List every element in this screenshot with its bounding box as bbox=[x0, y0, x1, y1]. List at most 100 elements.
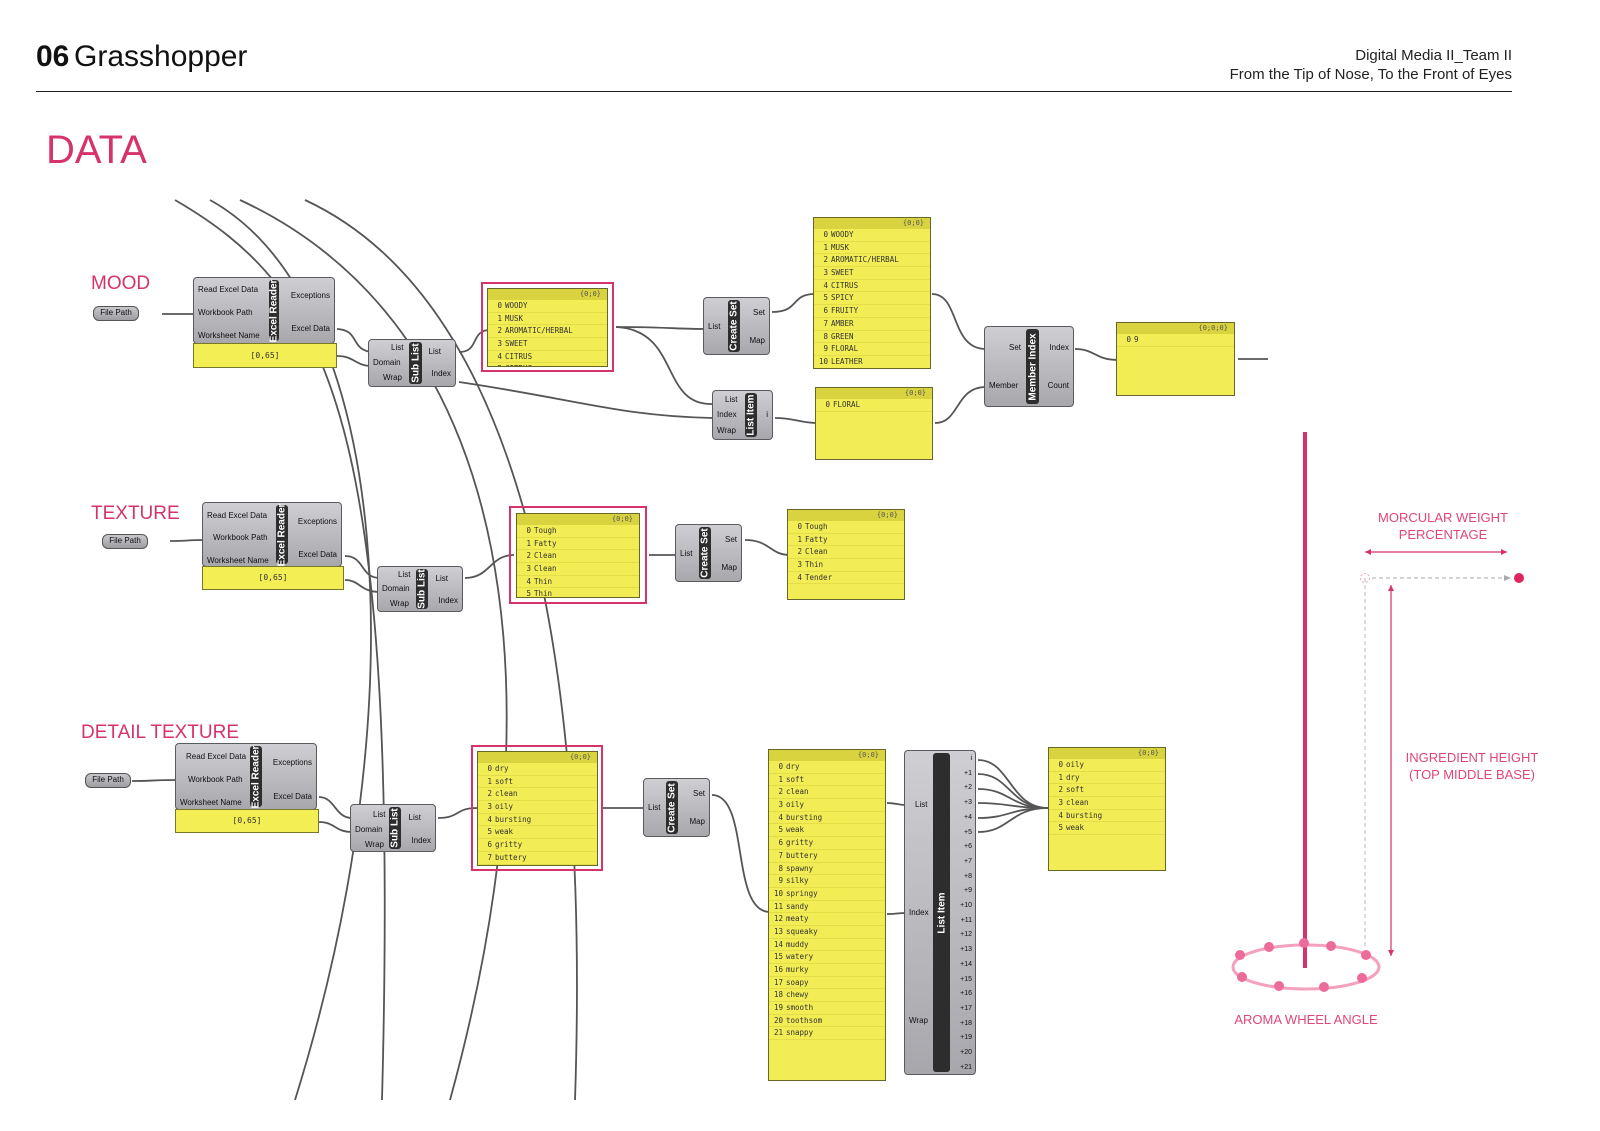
excel-reader-component[interactable]: Read Excel Data Workbook Path Worksheet … bbox=[202, 502, 342, 567]
wire bbox=[771, 293, 816, 313]
row-index: 0 bbox=[797, 522, 802, 531]
row-value: WOODY bbox=[831, 230, 854, 239]
wire bbox=[934, 386, 987, 424]
row-value: Thin bbox=[805, 560, 824, 570]
domain-input[interactable]: [0,65] bbox=[202, 566, 344, 590]
row-index: 5 bbox=[778, 825, 783, 835]
row-value: FLORAL bbox=[833, 400, 861, 409]
excel-reader-component[interactable]: Read Excel Data Workbook Path Worksheet … bbox=[193, 277, 335, 344]
row-index: 6 bbox=[778, 838, 783, 848]
row-value: soft bbox=[495, 776, 514, 786]
row-index: 0 bbox=[1058, 760, 1063, 769]
input-label: Wrap bbox=[909, 1016, 928, 1025]
component-core: List Item bbox=[745, 393, 757, 437]
file-path-param[interactable]: File Path bbox=[85, 773, 131, 788]
row-index: 14 bbox=[773, 939, 783, 949]
row-value: dry bbox=[1066, 772, 1080, 782]
output-label: Count bbox=[1047, 381, 1069, 390]
sub-list-component[interactable]: List Domain Wrap Sub List List Index bbox=[377, 566, 463, 612]
create-set-component[interactable]: List Create Set Set Map bbox=[643, 778, 710, 837]
team-name: Digital Media II_Team II bbox=[1355, 47, 1512, 64]
row-value: LEATHER bbox=[831, 356, 863, 366]
row-value: oily bbox=[1066, 760, 1085, 769]
output-label: Index bbox=[431, 369, 451, 378]
row-value: Fatty bbox=[534, 538, 557, 548]
wire bbox=[131, 779, 179, 782]
wire bbox=[344, 555, 381, 579]
excel-reader-component[interactable]: Read Excel Data Workbook Path Worksheet … bbox=[175, 743, 317, 810]
wire bbox=[711, 794, 771, 913]
output-label: Exceptions bbox=[272, 758, 312, 767]
row-value: buttery bbox=[786, 850, 818, 860]
wire bbox=[774, 417, 818, 424]
output-label: Index bbox=[438, 596, 458, 605]
list-item-output: +2 bbox=[964, 784, 972, 792]
component-core: Create Set bbox=[699, 527, 711, 579]
row-value: silky bbox=[786, 876, 809, 886]
row-index: 6 bbox=[823, 306, 828, 316]
output-label: Excel Data bbox=[291, 324, 330, 333]
row-index: 12 bbox=[773, 914, 783, 924]
file-path-param[interactable]: File Path bbox=[102, 534, 148, 549]
input-label: Wrap bbox=[717, 426, 736, 435]
row-index: 5 bbox=[526, 589, 531, 598]
file-path-param[interactable]: File Path bbox=[93, 306, 139, 321]
list-item-output: +14 bbox=[960, 960, 972, 968]
aroma-wheel-points bbox=[1235, 938, 1371, 992]
output-label: Exceptions bbox=[297, 517, 337, 526]
row-index: 1 bbox=[778, 774, 783, 784]
sub-list-component[interactable]: List Domain Wrap Sub List List Index bbox=[368, 339, 456, 387]
output-label: Excel Data bbox=[273, 792, 312, 801]
domain-input[interactable]: [0,65] bbox=[193, 343, 337, 368]
sub-list-component[interactable]: List Domain Wrap Sub List List Index bbox=[350, 804, 436, 852]
list-item-component[interactable]: List Index Wrap List Item i+1+2+3+4+5+6+… bbox=[904, 750, 976, 1075]
row-value: watery bbox=[786, 952, 814, 962]
list-item-output: +21 bbox=[960, 1063, 972, 1071]
wire bbox=[336, 355, 373, 367]
wire bbox=[615, 326, 713, 405]
row-index: 3 bbox=[797, 560, 802, 570]
row-value: MUSK bbox=[831, 242, 850, 252]
create-set-component[interactable]: List Create Set Set Map bbox=[675, 524, 742, 582]
row-index: 2 bbox=[823, 255, 828, 265]
list-item-output: +19 bbox=[960, 1034, 972, 1042]
wire bbox=[318, 821, 353, 833]
domain-input[interactable]: [0,65] bbox=[175, 809, 319, 833]
list-item-component[interactable]: List Index Wrap List Item i bbox=[712, 390, 773, 440]
row-index: 0 bbox=[526, 526, 531, 535]
input-label: List bbox=[373, 810, 386, 819]
row-value: AMBER bbox=[831, 318, 854, 328]
row-value: GREEN bbox=[831, 331, 854, 341]
row-value: AROMATIC/HERBAL bbox=[505, 326, 573, 336]
page-number: 06 bbox=[36, 40, 70, 73]
create-set-component[interactable]: List Create Set Set Map bbox=[703, 297, 770, 355]
output-label: List bbox=[408, 813, 421, 822]
row-index: 1 bbox=[497, 313, 502, 323]
wire bbox=[1074, 348, 1119, 361]
member-index-component[interactable]: Set Member Member Index Index Count bbox=[984, 326, 1074, 407]
